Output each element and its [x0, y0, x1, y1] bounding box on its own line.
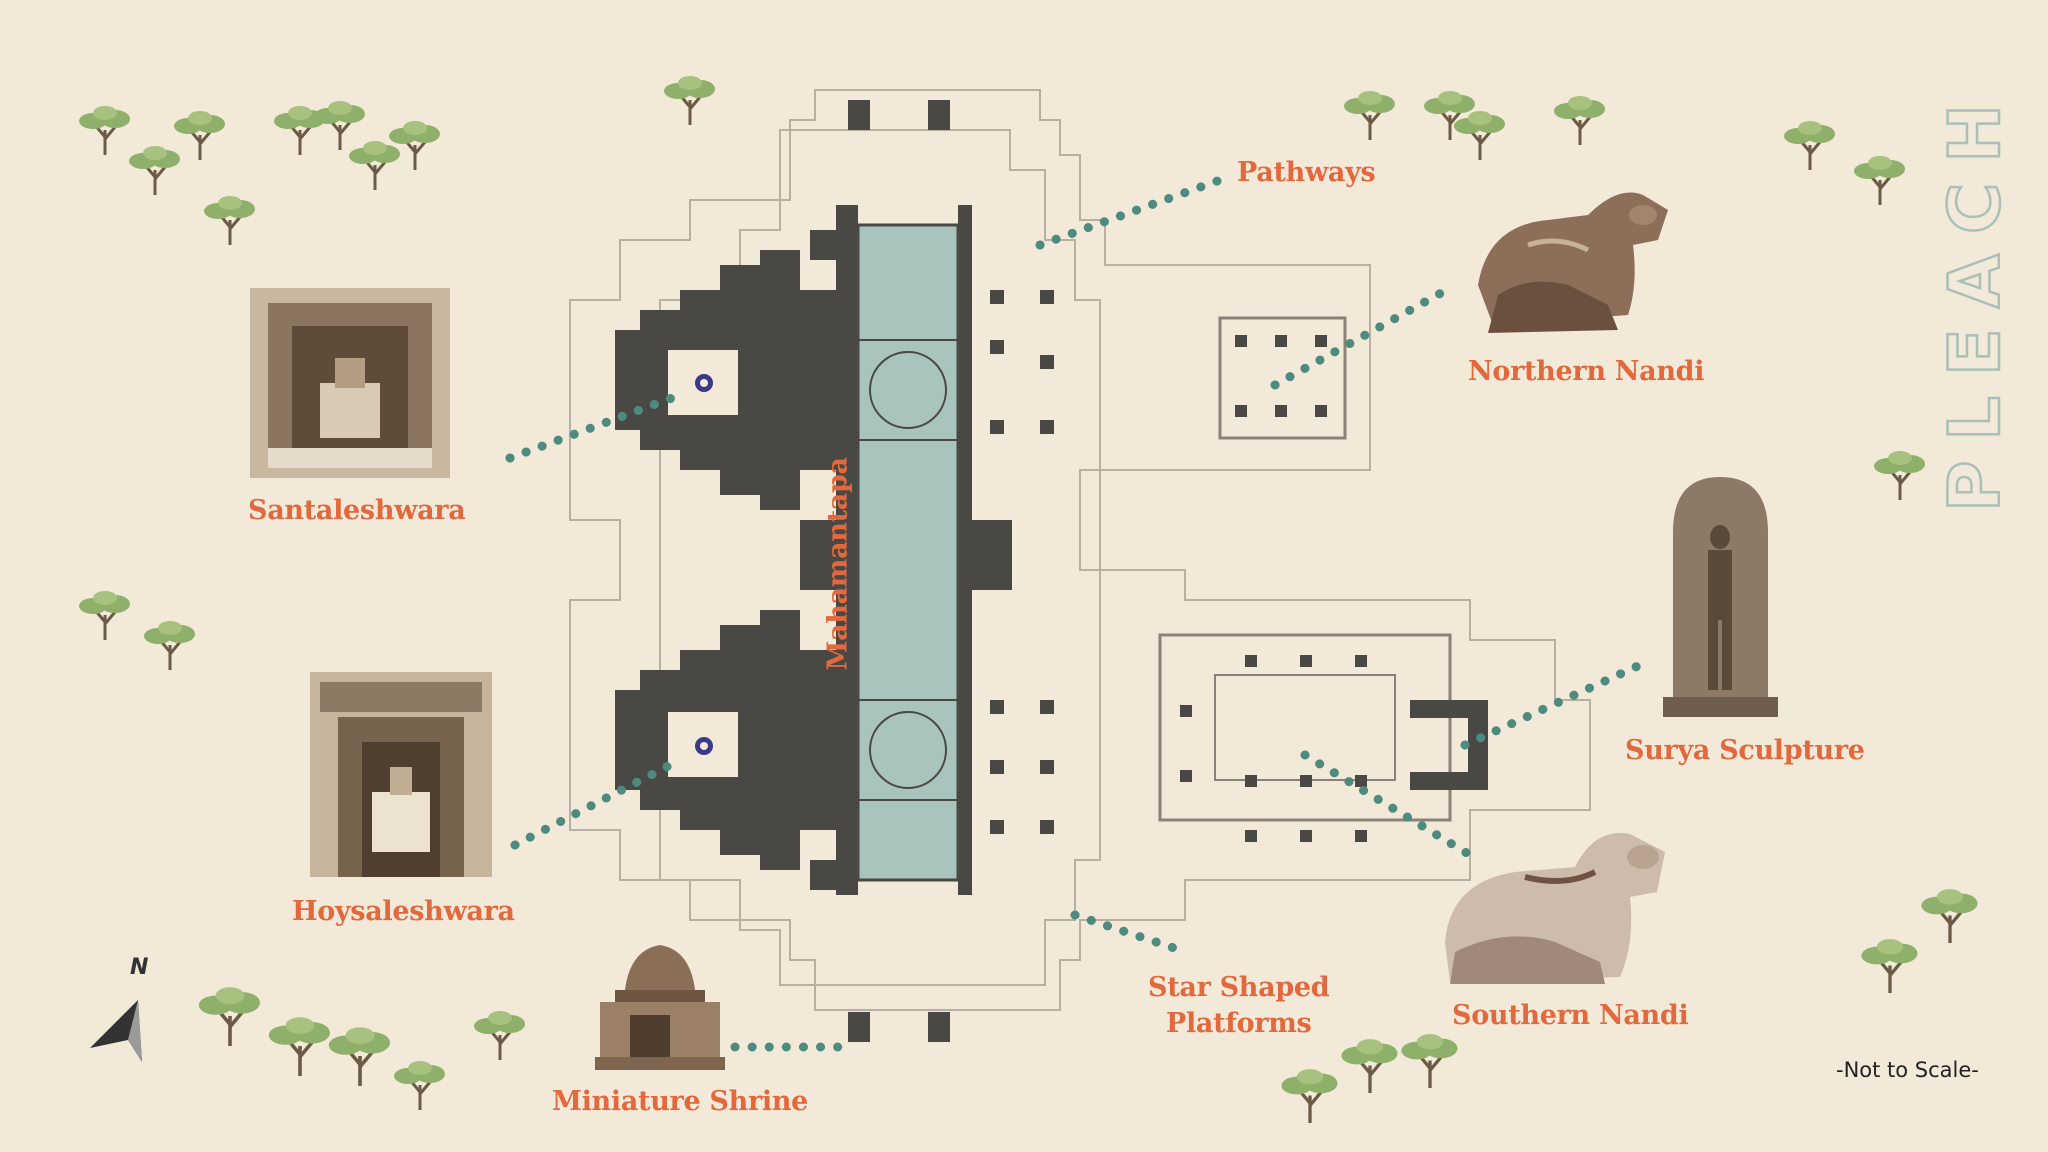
leader-surya: [1460, 660, 1645, 750]
surya-shrine-plan: [1410, 700, 1488, 790]
label-southern-nandi: Southern Nandi: [1452, 1000, 1689, 1031]
tree-icon: [664, 76, 715, 125]
miniature-shrine-photo: [595, 945, 725, 1070]
tree-icon: [79, 106, 130, 155]
label-star-shaped-platforms: Star Shaped Platforms: [1148, 970, 1330, 1042]
tree-icon: [204, 196, 255, 245]
tree-icon: [268, 1017, 330, 1077]
label-star-line1: Star Shaped: [1148, 972, 1330, 1003]
tree-icon: [1854, 156, 1905, 205]
tree-icon: [389, 121, 440, 170]
brand-logo: PLEACH: [1940, 83, 2010, 513]
leader-santaleshwara: [505, 390, 685, 463]
hoysaleshwara-photo: [310, 672, 492, 877]
tree-icon: [1784, 121, 1835, 170]
label-northern-nandi: Northern Nandi: [1468, 356, 1705, 387]
leader-pathways: [1035, 175, 1225, 250]
hall-walls: [800, 100, 1012, 1042]
scale-note: -Not to Scale-: [1836, 1058, 1979, 1082]
tree-icon: [314, 101, 365, 150]
northern-nandi-photo: [1478, 192, 1668, 333]
label-star-line2: Platforms: [1165, 1008, 1312, 1039]
tree-icon: [144, 621, 195, 670]
tree-icon: [328, 1027, 390, 1087]
tree-icon: [1454, 111, 1505, 160]
leader-lines: [505, 175, 1645, 1052]
north-label: N: [130, 955, 149, 980]
tree-icon: [1401, 1034, 1458, 1089]
leader-star-platforms: [1070, 910, 1185, 955]
label-miniature-shrine: Miniature Shrine: [552, 1086, 809, 1117]
southern-nandi-pavilion: [1158, 633, 1452, 822]
tree-icon: [1554, 96, 1605, 145]
label-santaleshwara: Santaleshwara: [248, 495, 466, 526]
leader-northern-nandi: [1270, 283, 1455, 390]
tree-icon: [1921, 889, 1978, 944]
tree-icon: [349, 141, 400, 190]
north-arrow-icon: [90, 1000, 142, 1062]
tree-icon: [474, 1011, 525, 1060]
tree-icon: [1861, 939, 1918, 994]
surya-sculpture-photo: [1663, 477, 1778, 717]
leader-southern-nandi: [1300, 750, 1475, 860]
tree-icon: [1424, 91, 1475, 140]
tree-icon: [1874, 451, 1925, 500]
eastern-bays: [990, 290, 1054, 834]
plan-outer-outline: [569, 89, 1591, 1011]
leader-hoysaleshwara: [510, 755, 685, 850]
label-hoysaleshwara: Hoysaleshwara: [292, 896, 515, 927]
tree-icon: [1341, 1039, 1398, 1094]
tree-icon: [198, 987, 260, 1047]
tree-icon: [274, 106, 325, 155]
tree-icon: [394, 1061, 445, 1110]
tree-icon: [174, 111, 225, 160]
northern-nandi-pavilion: [1218, 316, 1347, 440]
label-mahamantapa: Mahamantapa: [822, 457, 854, 671]
tree-icon: [129, 146, 180, 195]
label-pathways: Pathways: [1237, 157, 1376, 188]
santaleshwara-photo: [250, 288, 450, 478]
southern-nandi-photo: [1445, 832, 1665, 984]
tree-icon: [1281, 1069, 1338, 1124]
label-surya-sculpture: Surya Sculpture: [1625, 735, 1865, 766]
tree-icon: [1344, 91, 1395, 140]
tree-icon: [79, 591, 130, 640]
brand-text: PLEACH: [1940, 84, 2010, 512]
trees: [79, 76, 1978, 1124]
mahamantapa-hall: [856, 223, 960, 882]
